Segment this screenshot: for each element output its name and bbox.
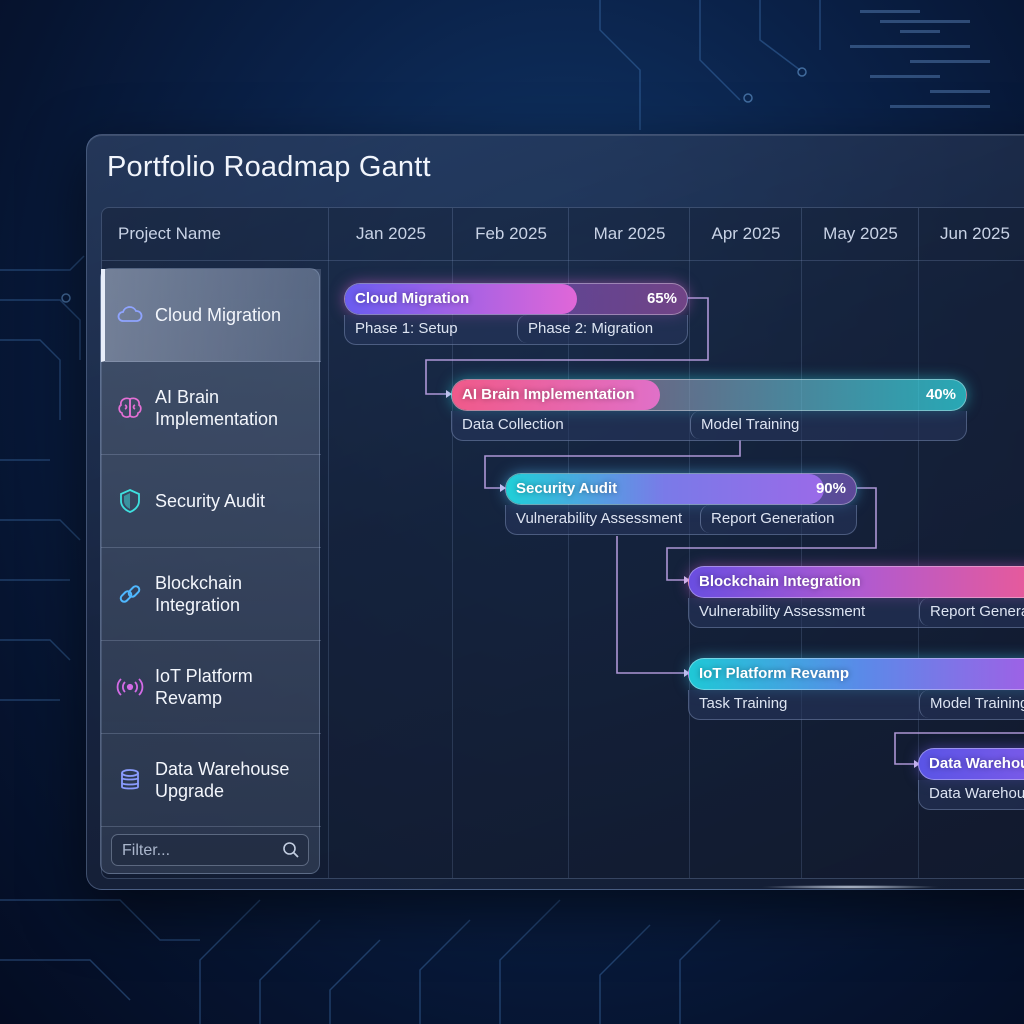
- month-header-apr: Apr 2025: [689, 208, 802, 260]
- task-bar[interactable]: IoT Platform Revamp: [688, 658, 1024, 690]
- month-header-mar: Mar 2025: [568, 208, 690, 260]
- sidebar-item-label: Cloud Migration: [155, 305, 282, 325]
- task-bar[interactable]: Security Audit 90%: [505, 473, 857, 505]
- sidebar-item-label: IoT Platform Revamp: [155, 666, 253, 708]
- sidebar-item-label: AI Brain Implementation: [155, 387, 279, 429]
- sidebar-item-security-audit[interactable]: Security Audit: [101, 455, 321, 548]
- sidebar-item-cloud-migration[interactable]: Cloud Migration: [101, 269, 321, 362]
- database-icon: [121, 769, 139, 790]
- task-phases: Data Collection Model Training: [451, 411, 967, 441]
- task-phases: Vulnerability Assessment Report Genera: [688, 598, 1024, 628]
- phase-item[interactable]: Vulnerability Assessment: [699, 603, 866, 620]
- signal-icon: [116, 678, 144, 696]
- sidebar-item-data-warehouse[interactable]: Data Warehouse Upgrade: [101, 734, 321, 827]
- filter-input[interactable]: [112, 835, 294, 867]
- phase-item[interactable]: Data Collection: [462, 416, 564, 433]
- phase-item[interactable]: Model Training: [690, 411, 968, 439]
- task-phases: Task Training Model Training: [688, 690, 1024, 720]
- progress-fill: [506, 474, 824, 504]
- task-bar-label: Security Audit: [516, 480, 618, 497]
- task-phases: Data Warehou: [918, 780, 1024, 810]
- task-bar[interactable]: Cloud Migration 65%: [344, 283, 688, 315]
- timeline-header: Project Name Jan 2025 Feb 2025 Mar 2025 …: [102, 208, 1024, 261]
- task-bar-label: IoT Platform Revamp: [699, 665, 850, 682]
- month-header-jun: Jun 2025: [918, 208, 1024, 260]
- task-progress-percent: 40%: [925, 386, 956, 403]
- task-bar-label: Cloud Migration: [355, 290, 470, 307]
- sidebar-item-iot-platform[interactable]: IoT Platform Revamp: [101, 641, 321, 734]
- task-bar-label: Data Warehou: [929, 755, 1024, 772]
- task-progress-percent: 65%: [646, 290, 677, 307]
- grid-line: [568, 260, 569, 878]
- filter-box: [111, 834, 309, 867]
- phase-item[interactable]: Model Training: [919, 690, 1024, 718]
- phase-item[interactable]: Phase 2: Migration: [517, 315, 689, 343]
- month-header-feb: Feb 2025: [452, 208, 569, 260]
- phase-item[interactable]: Vulnerability Assessment: [516, 510, 683, 527]
- grid-line: [452, 260, 453, 878]
- phase-item[interactable]: Data Warehou: [929, 785, 1024, 802]
- task-bar[interactable]: Blockchain Integration: [688, 566, 1024, 598]
- grid-line: [328, 260, 329, 878]
- month-header-may: May 2025: [801, 208, 919, 260]
- month-header-jan: Jan 2025: [328, 208, 453, 260]
- project-sidebar: Cloud Migration AI Brain Implementation …: [100, 268, 321, 874]
- grid-line: [689, 260, 690, 878]
- project-name-header[interactable]: Project Name: [118, 224, 221, 243]
- sidebar-item-label: Blockchain Integration: [155, 573, 243, 615]
- sidebar-item-label: Security Audit: [155, 491, 266, 511]
- task-bar[interactable]: Data Warehou: [918, 748, 1024, 780]
- task-bar[interactable]: AI Brain Implementation 40%: [451, 379, 967, 411]
- shield-icon: [120, 489, 140, 513]
- link-icon: [119, 585, 141, 603]
- task-phases: Vulnerability Assessment Report Generati…: [505, 505, 857, 535]
- cloud-icon: [117, 306, 143, 322]
- phase-item[interactable]: Report Genera: [919, 598, 1024, 626]
- sidebar-item-ai-brain[interactable]: AI Brain Implementation: [101, 362, 321, 455]
- phase-item[interactable]: Report Generation: [700, 505, 858, 533]
- window-reflection: [760, 885, 940, 889]
- phase-item[interactable]: Task Training: [699, 695, 788, 712]
- brain-icon: [118, 397, 142, 418]
- task-bar-label: Blockchain Integration: [699, 573, 861, 590]
- search-icon[interactable]: [282, 841, 300, 859]
- phase-item[interactable]: Phase 1: Setup: [355, 320, 458, 337]
- task-progress-percent: 90%: [815, 480, 846, 497]
- task-bar-label: AI Brain Implementation: [462, 386, 635, 403]
- progress-fill: [452, 380, 660, 410]
- page-title: Portfolio Roadmap Gantt: [107, 151, 431, 183]
- task-phases: Phase 1: Setup Phase 2: Migration: [344, 315, 688, 345]
- sidebar-item-label: Data Warehouse Upgrade: [155, 759, 290, 801]
- progress-fill: [345, 284, 577, 314]
- sidebar-item-blockchain[interactable]: Blockchain Integration: [101, 548, 321, 641]
